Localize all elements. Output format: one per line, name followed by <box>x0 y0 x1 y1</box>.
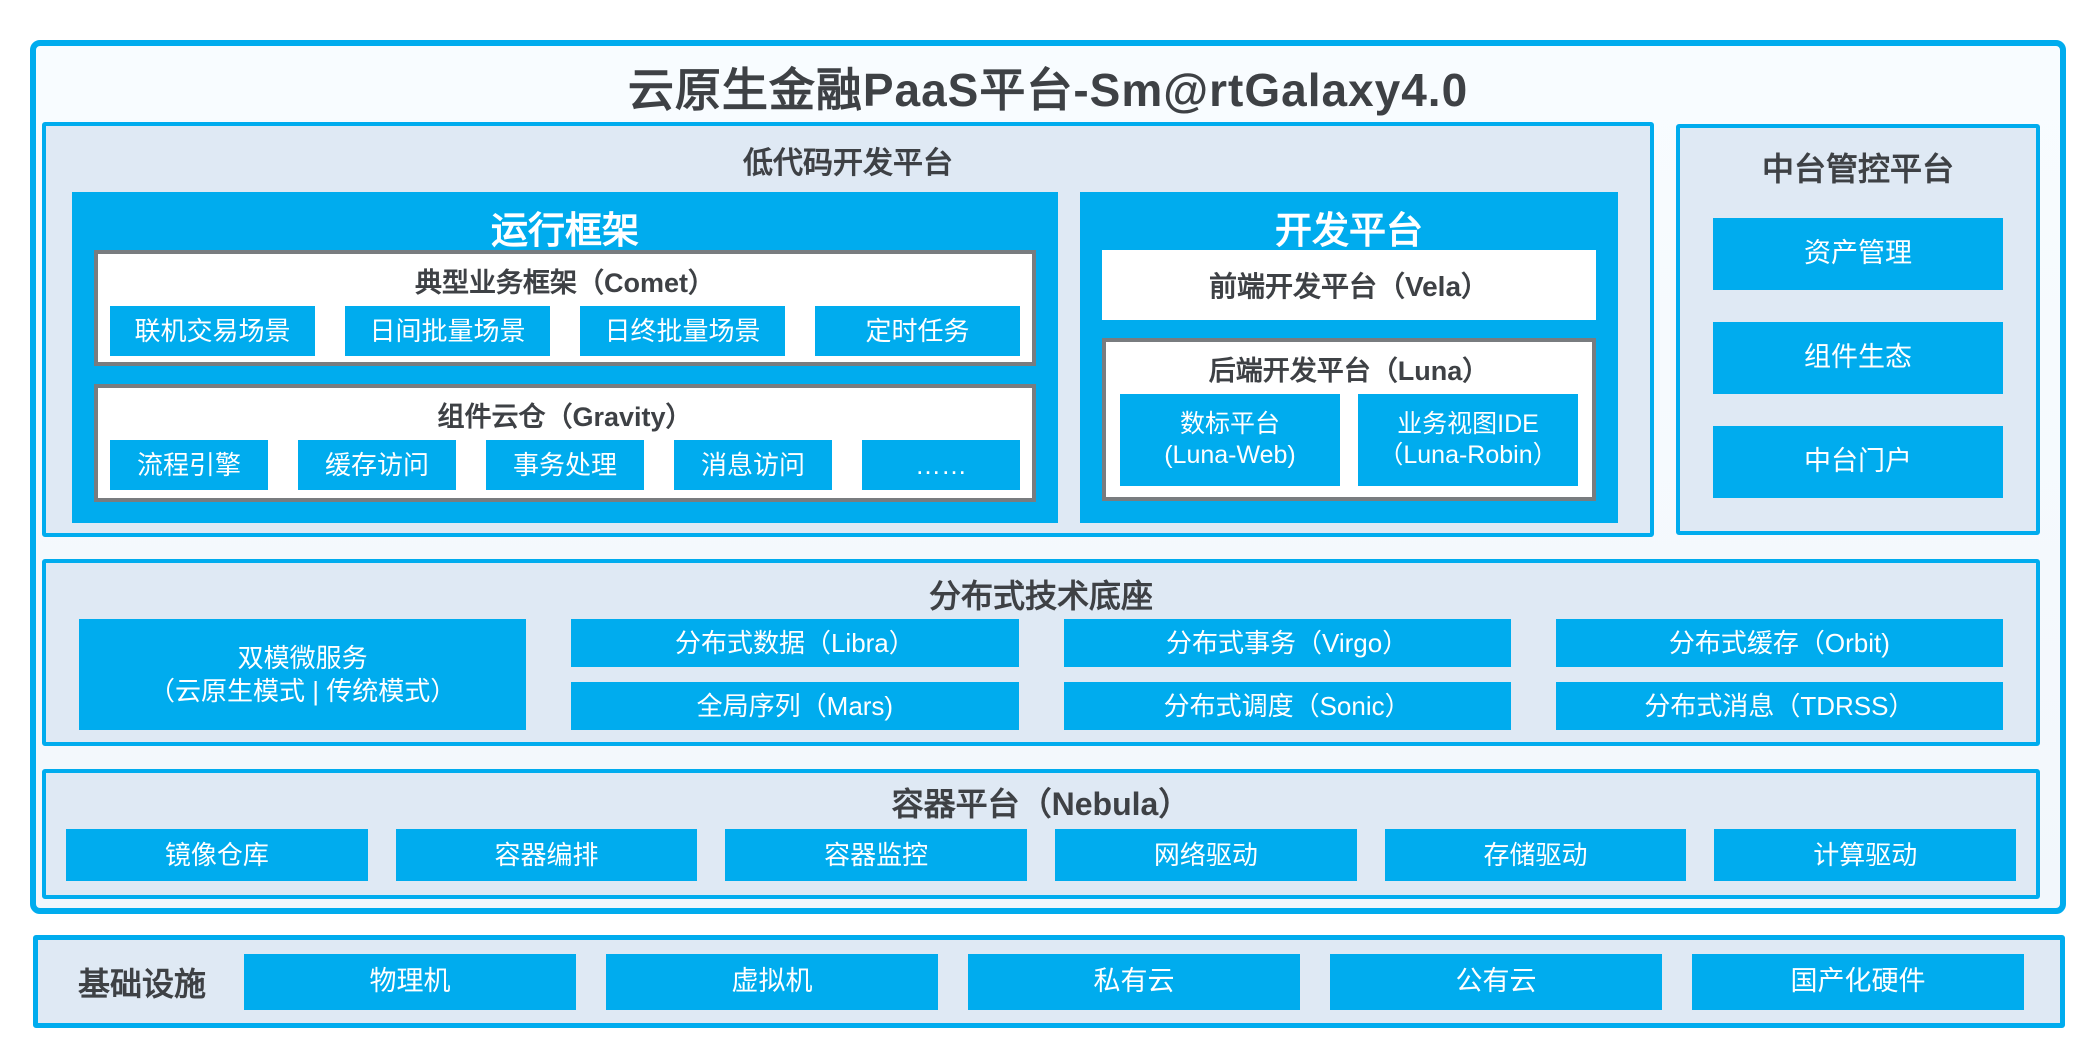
infrastructure-item: 私有云 <box>968 953 1300 1010</box>
distributed-col: 分布式事务（Virgo） 分布式调度（Sonic） <box>1063 619 1511 730</box>
distributed-panel: 分布式技术底座 双模微服务 （云原生模式 | 传统模式） 分布式数据（Libra… <box>42 559 2040 746</box>
mid-platform-title: 中台管控平台 <box>1761 151 1954 187</box>
dev-title: 开发平台 <box>1275 210 1423 251</box>
distributed-item: 全局序列（Mars) <box>571 682 1019 730</box>
container-item: 存储驱动 <box>1384 829 1687 881</box>
comet-title: 典型业务框架（Comet） <box>414 268 715 298</box>
container-items-row: 镜像仓库 容器编排 容器监控 网络驱动 存储驱动 计算驱动 <box>46 829 2036 881</box>
luna-item-name: 数标平台 <box>1179 409 1280 438</box>
low-code-panel: 低代码开发平台 运行框架 典型业务框架（Comet） 联机交易场景 日间批量场景… <box>42 122 1654 537</box>
runtime-section: 运行框架 典型业务框架（Comet） 联机交易场景 日间批量场景 日终批量场景 … <box>72 192 1058 523</box>
distributed-item: 分布式调度（Sonic） <box>1063 682 1511 730</box>
runtime-title: 运行框架 <box>491 210 639 251</box>
distributed-item: 分布式缓存（Orbit) <box>1555 619 2003 667</box>
distributed-item: 分布式数据（Libra） <box>571 619 1019 667</box>
distributed-col: 分布式缓存（Orbit) 分布式消息（TDRSS） <box>1555 619 2003 730</box>
infrastructure-item: 国产化硬件 <box>1692 953 2024 1010</box>
distributed-item: 分布式消息（TDRSS） <box>1555 682 2003 730</box>
comet-item: 日终批量场景 <box>580 306 785 356</box>
comet-item: 联机交易场景 <box>110 306 315 356</box>
distributed-grid: 双模微服务 （云原生模式 | 传统模式） 分布式数据（Libra） 全局序列（M… <box>79 619 2003 730</box>
gravity-item: …… <box>862 440 1020 490</box>
gravity-item: 缓存访问 <box>298 440 456 490</box>
luna-items-row: 数标平台 (Luna-Web) 业务视图IDE （Luna-Robin） <box>1106 394 1592 486</box>
gravity-item: 事务处理 <box>486 440 644 490</box>
infrastructure-title: 基础设施 <box>78 965 207 1002</box>
container-item: 网络驱动 <box>1055 829 1357 881</box>
container-item: 计算驱动 <box>1714 829 2017 881</box>
mid-platform-item: 资产管理 <box>1713 218 2003 290</box>
container-item: 镜像仓库 <box>66 829 368 881</box>
container-title: 容器平台（Nebula） <box>891 786 1191 822</box>
comet-items-row: 联机交易场景 日间批量场景 日终批量场景 定时任务 <box>98 306 1032 356</box>
luna-title: 后端开发平台（Luna） <box>1208 356 1490 386</box>
gravity-item: 流程引擎 <box>110 440 268 490</box>
low-code-title: 低代码开发平台 <box>743 147 953 180</box>
container-panel: 容器平台（Nebula） 镜像仓库 容器编排 容器监控 网络驱动 存储驱动 计算… <box>42 769 2040 899</box>
luna-box: 后端开发平台（Luna） 数标平台 (Luna-Web) 业务视图IDE （Lu… <box>1102 338 1596 501</box>
luna-item-sub: (Luna-Web) <box>1164 441 1296 469</box>
gravity-item: 消息访问 <box>674 440 832 490</box>
infrastructure-item: 物理机 <box>244 953 576 1010</box>
mid-platform-item: 中台门户 <box>1713 426 2003 498</box>
architecture-diagram: 云原生金融PaaS平台-Sm@rtGalaxy4.0 低代码开发平台 运行框架 … <box>30 40 2066 914</box>
dual-mode-line2: （云原生模式 | 传统模式） <box>149 675 457 706</box>
gravity-items-row: 流程引擎 缓存访问 事务处理 消息访问 …… <box>98 440 1032 490</box>
luna-item: 数标平台 (Luna-Web) <box>1120 394 1340 486</box>
page-title: 云原生金融PaaS平台-Sm@rtGalaxy4.0 <box>627 64 1469 116</box>
gravity-title: 组件云仓（Gravity） <box>437 402 693 432</box>
gravity-box: 组件云仓（Gravity） 流程引擎 缓存访问 事务处理 消息访问 …… <box>94 384 1036 502</box>
mid-platform-panel: 中台管控平台 资产管理 组件生态 中台门户 <box>1676 124 2040 535</box>
distributed-item: 分布式事务（Virgo） <box>1063 619 1511 667</box>
infrastructure-item: 公有云 <box>1330 953 1662 1010</box>
distributed-title: 分布式技术底座 <box>928 578 1153 614</box>
infrastructure-items-row: 物理机 虚拟机 私有云 公有云 国产化硬件 <box>244 953 2024 1010</box>
distributed-col: 双模微服务 （云原生模式 | 传统模式） <box>79 619 527 730</box>
dev-section: 开发平台 前端开发平台（Vela） 后端开发平台（Luna） 数标平台 (Lun… <box>1080 192 1618 523</box>
luna-item-name: 业务视图IDE <box>1397 409 1539 438</box>
container-item: 容器编排 <box>395 829 698 881</box>
mid-platform-item: 组件生态 <box>1713 322 2003 394</box>
infrastructure-panel: 基础设施 物理机 虚拟机 私有云 公有云 国产化硬件 <box>33 935 2065 1028</box>
container-item: 容器监控 <box>725 829 1028 881</box>
luna-item: 业务视图IDE （Luna-Robin） <box>1358 394 1578 486</box>
infrastructure-item: 虚拟机 <box>606 953 938 1010</box>
vela-box: 前端开发平台（Vela） <box>1102 250 1596 320</box>
dual-mode-line1: 双模微服务 <box>237 643 368 673</box>
comet-item: 定时任务 <box>815 306 1020 356</box>
comet-item: 日间批量场景 <box>345 306 550 356</box>
luna-item-sub: （Luna-Robin） <box>1378 441 1558 469</box>
comet-box: 典型业务框架（Comet） 联机交易场景 日间批量场景 日终批量场景 定时任务 <box>94 250 1036 366</box>
dual-mode-block: 双模微服务 （云原生模式 | 传统模式） <box>79 619 527 730</box>
distributed-col: 分布式数据（Libra） 全局序列（Mars) <box>571 619 1019 730</box>
